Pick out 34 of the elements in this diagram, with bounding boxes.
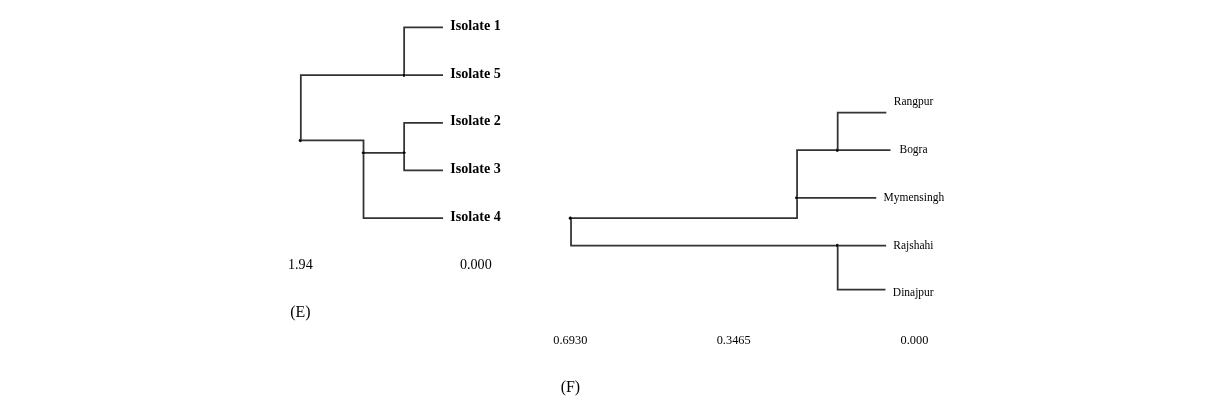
node-point <box>835 243 839 248</box>
node-point <box>361 151 366 155</box>
node-point <box>402 151 406 155</box>
node-text: Rajshahi <box>893 238 934 251</box>
node-point <box>795 196 799 200</box>
connector <box>300 139 365 153</box>
label: (E) <box>290 303 311 321</box>
connector <box>837 149 892 152</box>
node-text: Dinajpur <box>892 286 934 299</box>
node-text: Isolate 5 <box>450 64 501 81</box>
connector <box>836 246 887 291</box>
node-text: Isolate 2 <box>450 112 501 129</box>
label: 0.3465 <box>716 333 751 348</box>
node-point <box>835 148 839 152</box>
connector <box>837 244 888 247</box>
node-text: Isolate 1 <box>450 16 501 33</box>
label: 0.000 <box>460 256 492 273</box>
node-point <box>298 138 303 143</box>
label: 1.94 <box>288 256 313 273</box>
label: 0.6930 <box>553 333 588 348</box>
label: (F) <box>560 378 581 396</box>
connector <box>796 149 837 198</box>
connector <box>797 196 878 199</box>
node-text: Bogra <box>899 143 928 156</box>
connector <box>570 198 798 220</box>
node-text: Mymensingh <box>883 190 945 203</box>
label: 0.000 <box>900 333 929 348</box>
node-text: Isolate 3 <box>450 159 501 176</box>
connector <box>836 111 888 150</box>
node-point <box>402 73 406 77</box>
node-text: Rangpur <box>893 95 934 108</box>
node-text: Isolate 4 <box>450 207 501 224</box>
connector <box>570 218 837 247</box>
node-point <box>568 216 573 220</box>
